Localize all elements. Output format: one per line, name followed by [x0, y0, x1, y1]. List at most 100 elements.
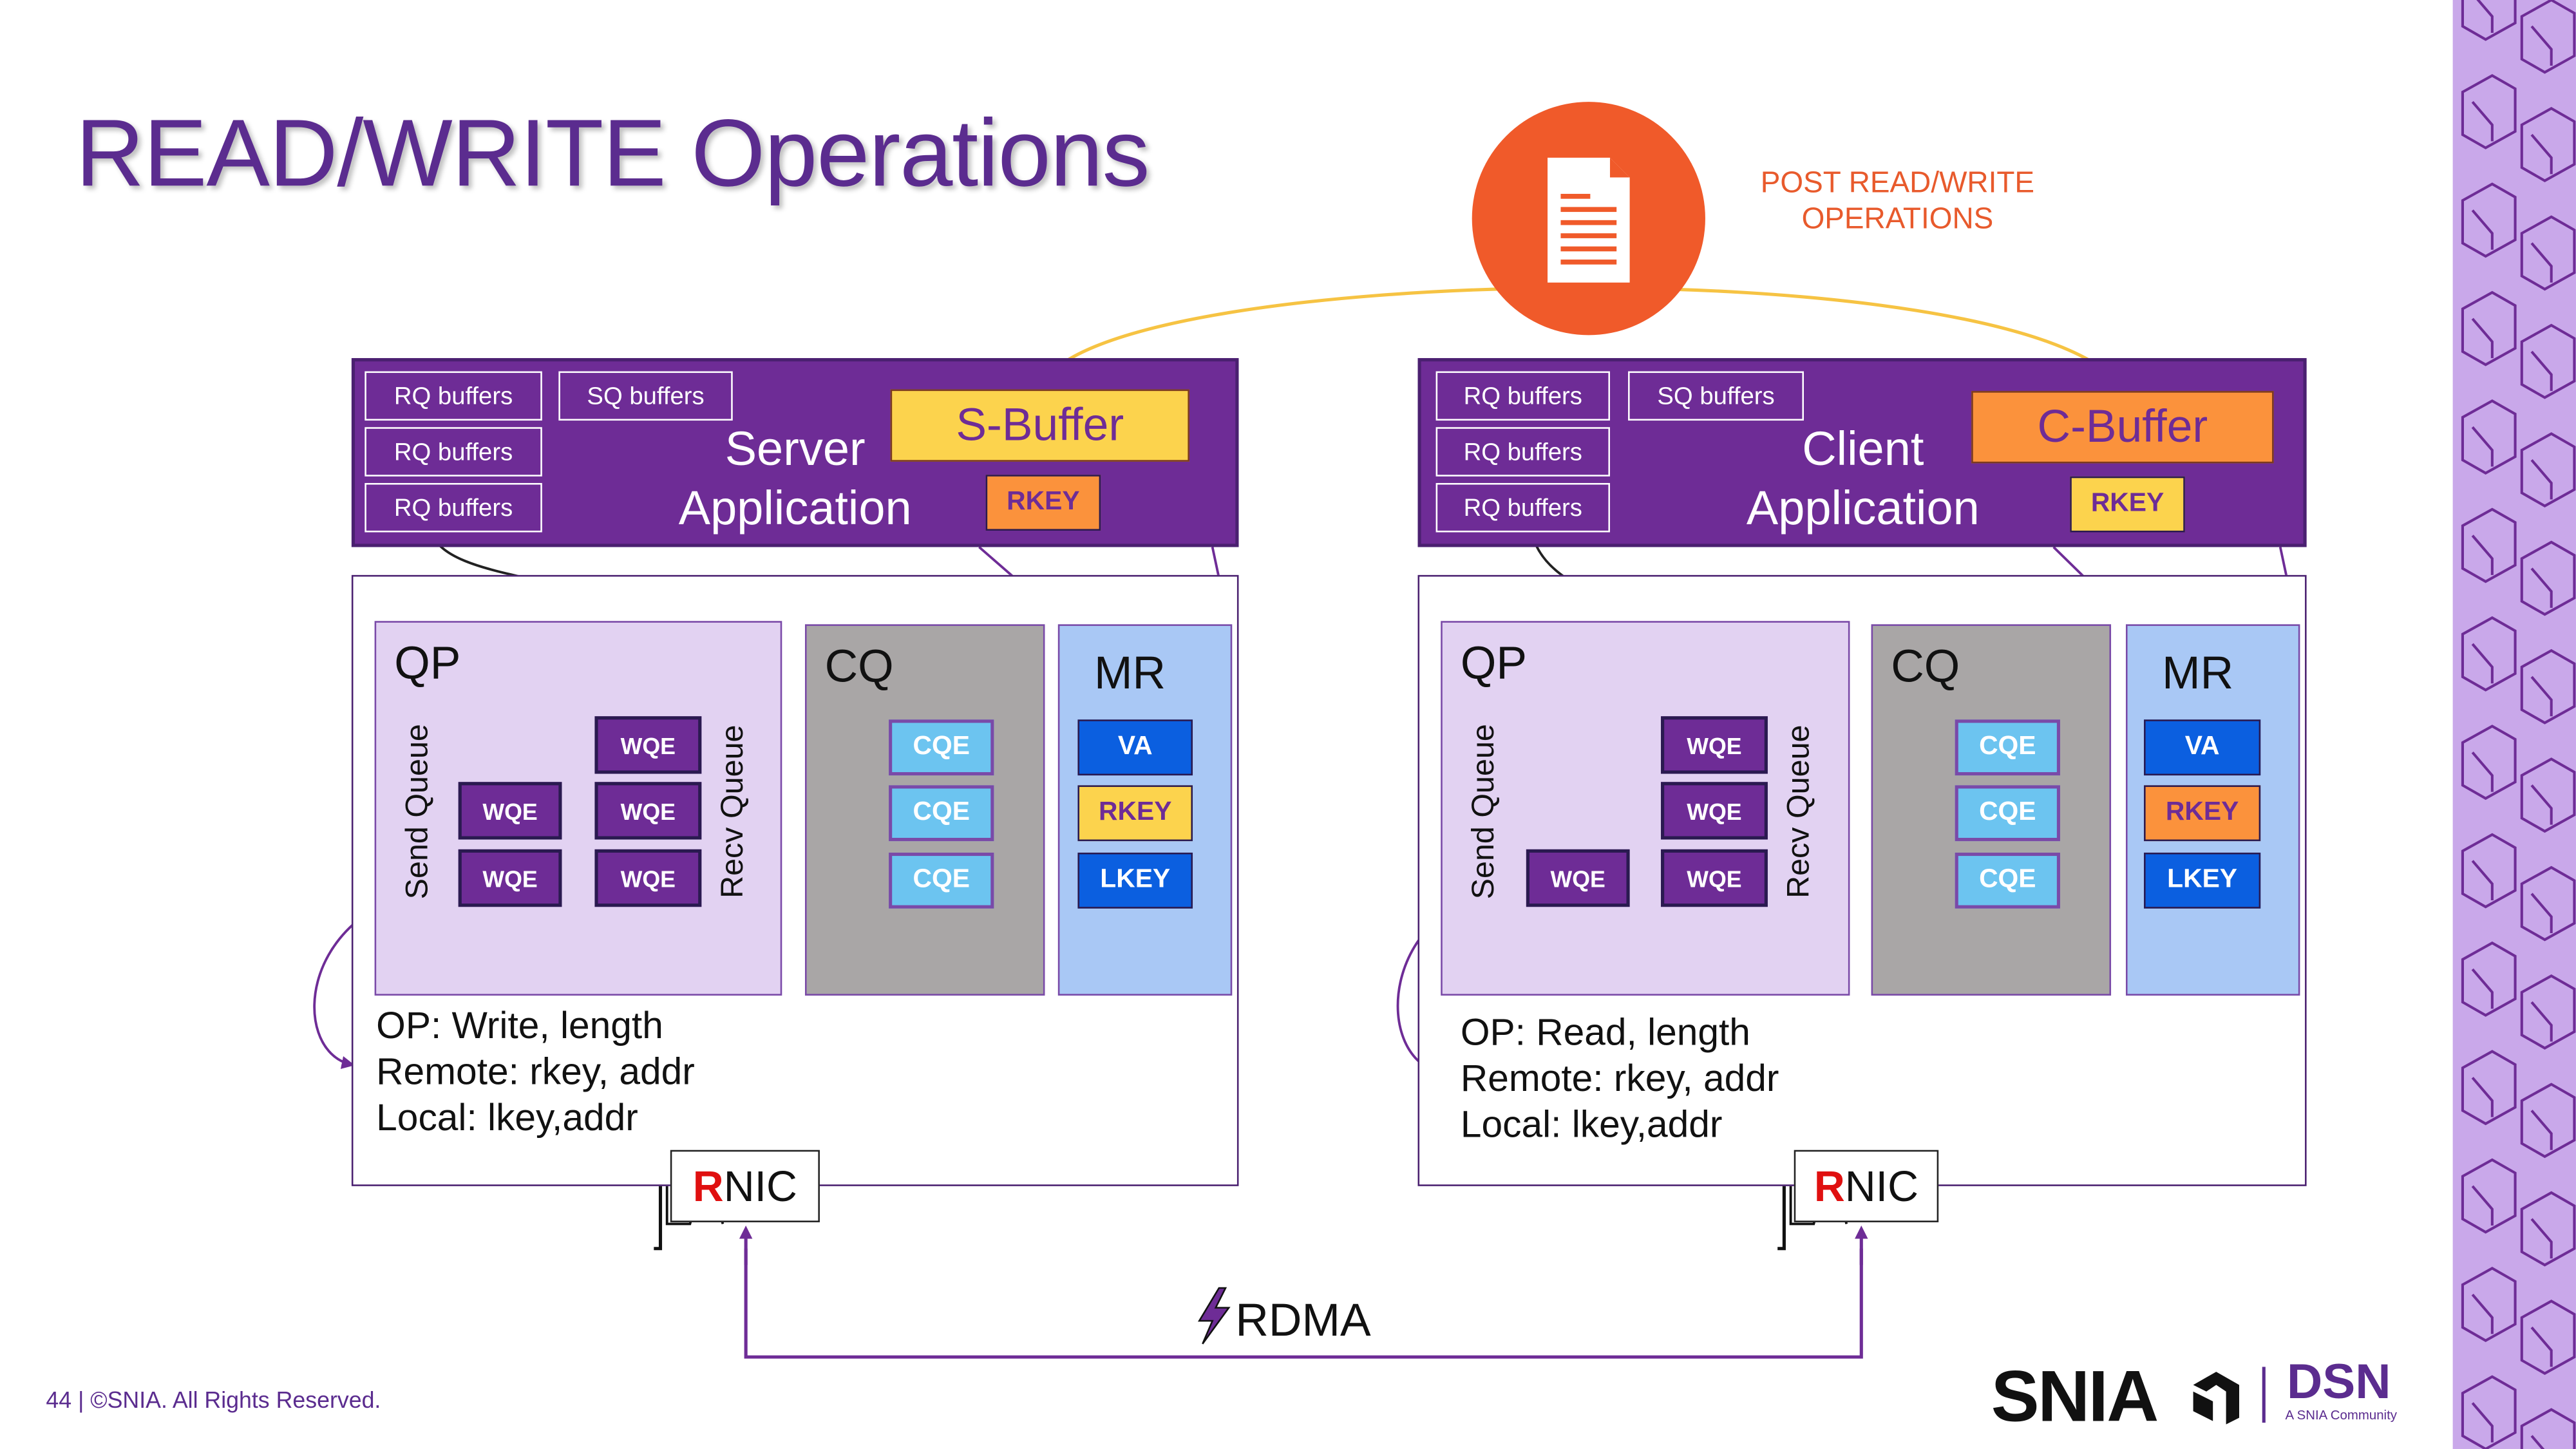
- rail-shape: [2520, 866, 2576, 942]
- c-buffer: C-Buffer: [1971, 391, 2274, 464]
- rail-shape: [2520, 1191, 2576, 1267]
- server-app-rkey: RKEY: [985, 475, 1101, 531]
- server-mr-va: VA: [1077, 719, 1193, 776]
- dsn-logo: DSN: [2286, 1355, 2391, 1410]
- rail-shape: [2461, 1050, 2517, 1126]
- server-send-queue-label: Send Queue: [401, 724, 436, 900]
- server-rnic-rest: NIC: [723, 1160, 797, 1210]
- client-cqe: CQE: [1955, 852, 2060, 909]
- client-recv-wqe: WQE: [1661, 782, 1768, 840]
- rail-shape: [2520, 974, 2576, 1050]
- rail-shape: [2461, 833, 2517, 909]
- client-app-rkey: RKEY: [2070, 476, 2185, 533]
- footer-copyright: 44 | ©SNIA. All Rights Reserved.: [46, 1387, 381, 1413]
- client-mr-rkey: RKEY: [2144, 785, 2261, 842]
- client-recv-wqe: WQE: [1661, 716, 1768, 774]
- rail-shape: [2520, 1408, 2576, 1449]
- rail-shape: [2520, 1300, 2576, 1375]
- server-op-line: Local: lkey,addr: [376, 1095, 638, 1139]
- server-qp-label: QP: [394, 637, 461, 688]
- client-rq-buffer-1: RQ buffers: [1435, 371, 1610, 421]
- rail-shape: [2461, 1158, 2517, 1234]
- server-mr-lkey: LKEY: [1077, 852, 1193, 909]
- client-rq-buffer-3: RQ buffers: [1435, 482, 1610, 533]
- decorative-rail: [2452, 0, 2576, 1449]
- rail-shape: [2461, 74, 2517, 149]
- logo-divider: [2262, 1367, 2265, 1423]
- rail-shape: [2520, 1083, 2576, 1159]
- client-op-line: Remote: rkey, addr: [1460, 1056, 1779, 1099]
- server-sq-buffer: SQ buffers: [558, 371, 733, 421]
- client-cq-label: CQ: [1891, 640, 1960, 692]
- rail-shape: [2520, 107, 2576, 182]
- client-recv-queue-label: Recv Queue: [1782, 724, 1817, 898]
- server-recv-wqe: WQE: [594, 716, 702, 774]
- rail-shape: [2461, 399, 2517, 475]
- server-app-label-2: Application: [678, 482, 912, 536]
- snia-mark-icon: [2193, 1372, 2240, 1425]
- client-op-line: OP: Read, length: [1460, 1010, 1750, 1054]
- server-rq-buffer-3: RQ buffers: [365, 482, 542, 533]
- client-op-line: Local: lkey,addr: [1460, 1102, 1723, 1146]
- server-rnic-r: R: [692, 1160, 724, 1210]
- rail-shape: [2461, 1267, 2517, 1342]
- rail-shape: [2461, 941, 2517, 1017]
- rail-pattern: [2461, 0, 2576, 1449]
- server-send-wqe: WQE: [458, 782, 562, 840]
- s-buffer: S-Buffer: [890, 389, 1189, 462]
- client-cqe: CQE: [1955, 719, 2060, 776]
- server-app-label-1: Server: [724, 424, 866, 477]
- client-rnic-r: R: [1814, 1160, 1845, 1210]
- client-app-label-2: Application: [1746, 482, 1980, 536]
- server-recv-wqe: WQE: [594, 849, 702, 907]
- server-cqe: CQE: [889, 785, 994, 842]
- lightning-icon: [1197, 1287, 1231, 1345]
- server-rq-buffer-1: RQ buffers: [365, 371, 542, 421]
- client-send-wqe: WQE: [1526, 849, 1630, 907]
- rail-shape: [2461, 724, 2517, 800]
- client-qp-label: QP: [1460, 637, 1528, 688]
- snia-logo: SNIA: [1991, 1357, 2159, 1438]
- server-op-line: Remote: rkey, addr: [376, 1050, 695, 1093]
- rail-shape: [2461, 290, 2517, 366]
- client-mr-label: MR: [2162, 647, 2234, 699]
- client-app-label-1: Client: [1802, 424, 1924, 477]
- rail-shape: [2520, 215, 2576, 291]
- rail-shape: [2461, 507, 2517, 583]
- server-mr-rkey: RKEY: [1077, 785, 1193, 842]
- client-mr-lkey: LKEY: [2144, 852, 2261, 909]
- client-qp: [1441, 621, 1850, 996]
- client-send-queue-label: Send Queue: [1467, 724, 1502, 900]
- rail-shape: [2520, 323, 2576, 399]
- client-rq-buffer-2: RQ buffers: [1435, 427, 1610, 477]
- client-sq-buffer: SQ buffers: [1628, 371, 1804, 421]
- rail-shape: [2461, 0, 2517, 41]
- rdma-path: [744, 1248, 1863, 1359]
- server-recv-wqe: WQE: [594, 782, 702, 840]
- client-cqe: CQE: [1955, 785, 2060, 842]
- server-recv-queue-label: Recv Queue: [716, 724, 751, 898]
- rail-shape: [2520, 432, 2576, 508]
- page-title: READ/WRITE Operations: [75, 100, 1150, 207]
- server-qp: [374, 621, 782, 996]
- rail-shape: [2461, 1375, 2517, 1449]
- server-cqe: CQE: [889, 719, 994, 776]
- server-send-wqe: WQE: [458, 849, 562, 907]
- rail-shape: [2520, 540, 2576, 616]
- rail-shape: [2461, 616, 2517, 692]
- rail-shape: [2520, 0, 2576, 74]
- client-recv-wqe: WQE: [1661, 849, 1768, 907]
- client-rnic-rest: NIC: [1844, 1160, 1919, 1210]
- server-mr-label: MR: [1094, 647, 1166, 699]
- server-cq-label: CQ: [824, 640, 894, 692]
- server-cqe: CQE: [889, 852, 994, 909]
- dsn-subtitle: A SNIA Community: [2285, 1408, 2397, 1423]
- post-circle: [1472, 102, 1705, 336]
- client-mr-va: VA: [2144, 719, 2261, 776]
- rdma-label: RDMA: [1235, 1294, 1371, 1346]
- rail-shape: [2520, 649, 2576, 724]
- document-icon: [1548, 157, 1630, 283]
